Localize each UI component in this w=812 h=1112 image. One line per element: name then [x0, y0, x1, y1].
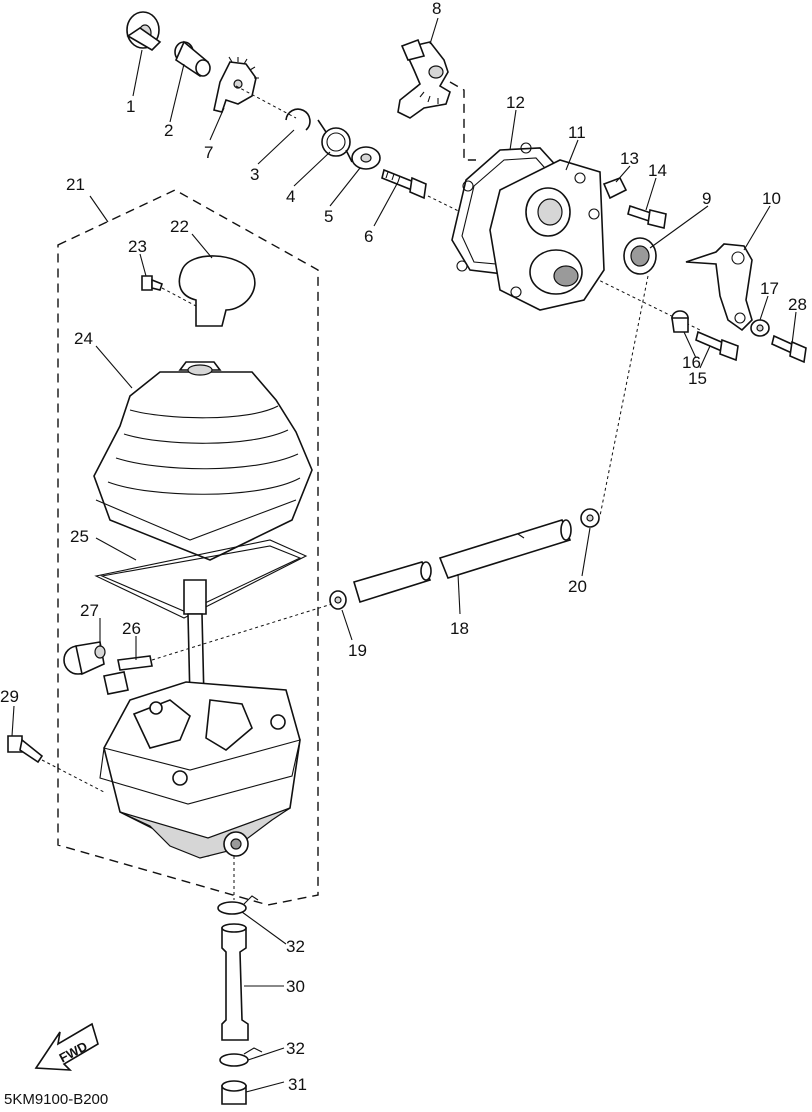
dashed-guide-8: [449, 81, 476, 161]
part-20-shape: [580, 508, 600, 528]
part-11-shape: [489, 159, 605, 311]
callout-12: 12: [506, 93, 525, 112]
callout-20: 20: [568, 577, 587, 596]
part-2-shape: [174, 40, 211, 78]
callout-23: 23: [128, 237, 147, 256]
axis-line-26: [151, 603, 333, 661]
leader-lines: [11, 17, 797, 1093]
part-28-shape: [771, 334, 807, 364]
callout-19: 19: [348, 641, 367, 660]
part-15-shape: [695, 330, 739, 362]
part-31-shape: [221, 1080, 247, 1105]
part-17-shape: [750, 319, 770, 337]
callout-3: 3: [250, 165, 259, 184]
callout-16: 16: [682, 353, 701, 372]
callout-27: 27: [80, 601, 99, 620]
callout-6: 6: [364, 227, 373, 246]
callout-13: 13: [620, 149, 639, 168]
callout-32-upper: 32: [286, 937, 305, 956]
callout-29: 29: [0, 687, 19, 706]
part-26-shape: [103, 655, 153, 695]
part-10-shape: [685, 243, 753, 332]
part-9-shape: [623, 237, 657, 275]
callout-labels: 1 2 7 3 4 5 6 8 12 11 13 14 9 10 17 28 1…: [0, 0, 807, 1094]
part-4-shape: [317, 119, 353, 163]
assembly-boundary: [57, 189, 319, 906]
callout-17: 17: [760, 279, 779, 298]
part-32-upper-shape: [217, 895, 259, 915]
axis-line-right: [599, 275, 649, 517]
axis-line-23: [161, 287, 197, 307]
callout-25: 25: [70, 527, 89, 546]
callout-7: 7: [204, 143, 213, 162]
part-3-shape: [285, 108, 311, 131]
callout-4: 4: [286, 187, 295, 206]
part-24-shape: [93, 361, 313, 561]
callout-5: 5: [324, 207, 333, 226]
part-7-shape: [213, 56, 259, 113]
callout-26: 26: [122, 619, 141, 638]
callout-18: 18: [450, 619, 469, 638]
callout-32-lower: 32: [286, 1039, 305, 1058]
axis-line-upper-left: [235, 85, 297, 119]
fwd-arrow-icon: FWD: [34, 1022, 99, 1071]
part-25-shape: [94, 539, 308, 619]
part-6-shape: [381, 168, 427, 200]
callout-31: 31: [288, 1075, 307, 1094]
part-23-shape: [141, 275, 163, 291]
part-14-shape: [627, 204, 667, 229]
callout-30: 30: [286, 977, 305, 996]
part-1-shape: [126, 11, 162, 52]
part-19-shape: [329, 590, 347, 610]
part-18-shape: [353, 519, 572, 604]
callout-10: 10: [762, 189, 781, 208]
callout-1: 1: [126, 97, 135, 116]
callout-21: 21: [66, 175, 85, 194]
callout-15: 15: [688, 369, 707, 388]
shift-housing-shape: [99, 681, 301, 859]
callout-8: 8: [432, 0, 441, 18]
callout-22: 22: [170, 217, 189, 236]
part-27-shape: [63, 641, 106, 676]
callout-9: 9: [702, 189, 711, 208]
part-8-shape: [397, 38, 451, 119]
callout-2: 2: [164, 121, 173, 140]
diagram-code: 5KM9100-B200: [4, 1091, 108, 1108]
axis-line-29: [41, 759, 105, 793]
part-30-shape: [221, 923, 249, 1041]
part-16-shape: [671, 310, 689, 333]
callout-11: 11: [568, 123, 586, 142]
part-22-shape: [178, 255, 256, 327]
callout-24: 24: [74, 329, 93, 348]
callout-14: 14: [648, 161, 667, 180]
part-5-shape: [351, 146, 381, 170]
part-29-shape: [7, 735, 44, 764]
callout-28: 28: [788, 295, 807, 314]
part-13-shape: [602, 176, 628, 200]
